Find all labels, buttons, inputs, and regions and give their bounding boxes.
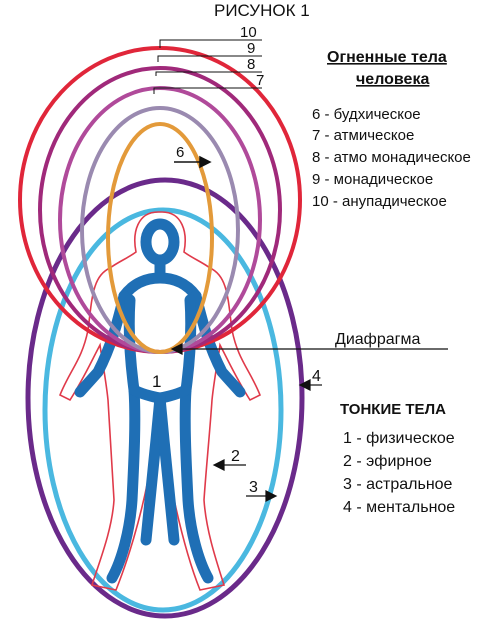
fiery-item: 9 - монадическое bbox=[312, 171, 433, 188]
mental-body-outline bbox=[25, 177, 305, 619]
diaphragm-arrow bbox=[170, 343, 448, 355]
arrow-6 bbox=[174, 155, 212, 169]
fiery-heading-line1: Огненные тела bbox=[327, 49, 447, 66]
arrow-2 bbox=[212, 459, 246, 471]
subtle-heading: ТОНКИЕ ТЕЛА bbox=[340, 401, 446, 418]
subtle-item: 2 - эфирное bbox=[343, 453, 432, 470]
fiery-leader-lines bbox=[153, 39, 262, 94]
arrow-4 bbox=[298, 379, 322, 391]
label-7: 7 bbox=[256, 72, 264, 89]
subtle-item: 1 - физическое bbox=[343, 430, 455, 447]
label-1: 1 bbox=[152, 372, 161, 391]
arrow-3 bbox=[246, 490, 278, 502]
label-2: 2 bbox=[231, 448, 240, 465]
label-4: 4 bbox=[312, 368, 321, 385]
fiery-item: 7 - атмическое bbox=[312, 127, 414, 144]
fiery-item: 8 - атмо монадическое bbox=[312, 149, 471, 166]
subtle-item: 4 - ментальное bbox=[343, 499, 455, 516]
label-10: 10 bbox=[240, 24, 257, 41]
buddhic-body-outline bbox=[106, 122, 214, 354]
subtle-item: 3 - астральное bbox=[343, 476, 453, 493]
fiery-item: 6 - будхическое bbox=[312, 106, 421, 123]
label-8: 8 bbox=[247, 56, 255, 73]
figure-title: РИСУНОК 1 bbox=[214, 1, 310, 20]
label-3: 3 bbox=[249, 479, 258, 496]
fiery-item: 10 - анупадическое bbox=[312, 193, 447, 210]
diaphragm-label: Диафрагма bbox=[335, 331, 420, 348]
label-6: 6 bbox=[176, 144, 184, 161]
astral-body-outline bbox=[42, 207, 284, 613]
physical-body-figure bbox=[74, 218, 246, 584]
fiery-heading-line2: человека bbox=[356, 71, 429, 88]
label-9: 9 bbox=[247, 40, 255, 57]
